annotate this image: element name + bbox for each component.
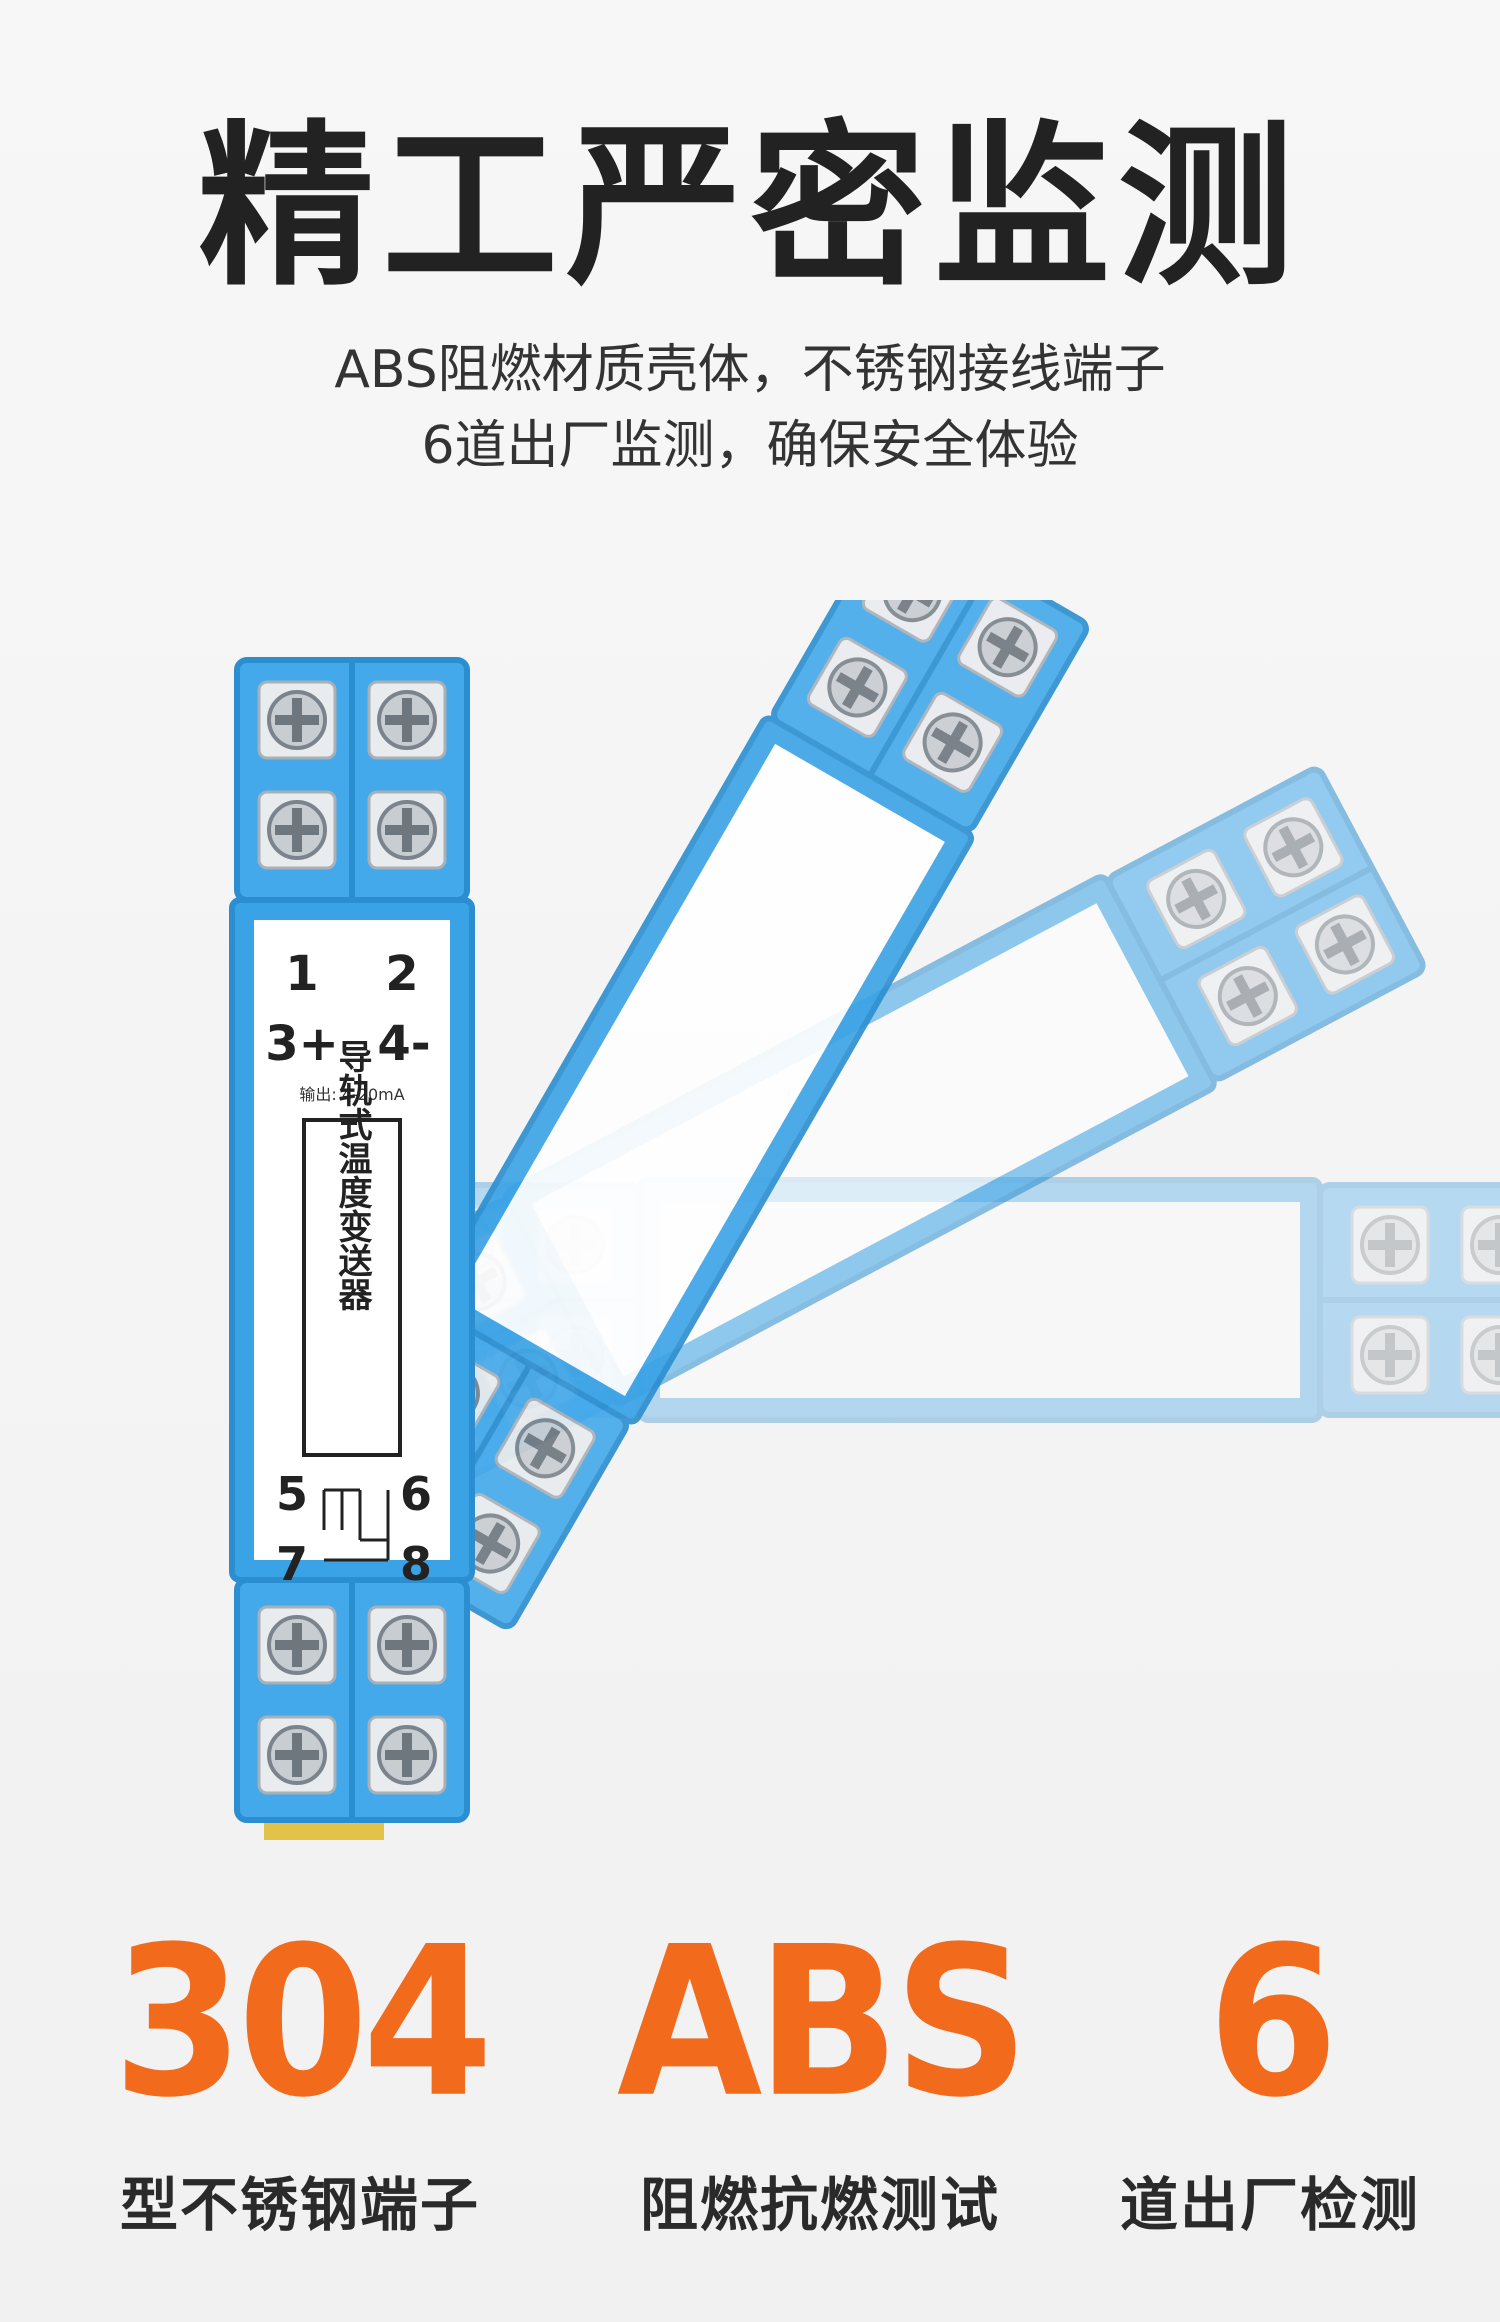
- terminal-3-plus: 3+: [265, 1016, 339, 1072]
- stat-value: 6: [1207, 1902, 1339, 2144]
- stat-value: 304: [112, 1902, 493, 2144]
- output-spec: 输出: 4-20mA: [299, 1085, 404, 1104]
- stat-6: 6 道出厂检测: [1080, 1902, 1460, 2242]
- terminal-7: 7: [276, 1537, 308, 1591]
- stat-abs: ABS 阻燃抗燃测试: [600, 1902, 1040, 2242]
- stat-caption: 型不锈钢端子: [119, 2171, 480, 2239]
- terminal-2: 2: [385, 946, 418, 1002]
- stat-value: ABS: [616, 1902, 1029, 2144]
- terminal-4-minus: 4-: [377, 1016, 430, 1072]
- transmitter-fan-svg: 1 2 3+ 4- 输出: 4-20mA 导轨式温度变送器 5 6 7 8: [0, 600, 1500, 1840]
- module-front: 1 2 3+ 4- 输出: 4-20mA 导轨式温度变送器 5 6 7 8: [232, 660, 472, 1840]
- terminal-5: 5: [276, 1467, 308, 1521]
- terminal-8: 8: [400, 1537, 432, 1591]
- stat-caption: 道出厂检测: [1119, 2171, 1420, 2239]
- product-name: 导轨式温度变送器: [332, 1039, 372, 1311]
- subtitle-line-2: 6道出厂监测，确保安全体验: [421, 416, 1079, 476]
- stat-304: 304 型不锈钢端子: [80, 1902, 520, 2242]
- subtitle-line-1: ABS阻燃材质壳体，不锈钢接线端子: [334, 340, 1166, 400]
- stat-caption: 阻燃抗燃测试: [639, 2171, 1000, 2239]
- terminal-1: 1: [285, 946, 318, 1002]
- product-illustration: 1 2 3+ 4- 输出: 4-20mA 导轨式温度变送器 5 6 7 8: [0, 600, 1500, 1900]
- page-title: 精工严密监测: [197, 105, 1302, 310]
- feature-stats: 304 型不锈钢端子 ABS 阻燃抗燃测试 6 道出厂检测: [0, 1902, 1500, 2242]
- terminal-6: 6: [400, 1467, 432, 1521]
